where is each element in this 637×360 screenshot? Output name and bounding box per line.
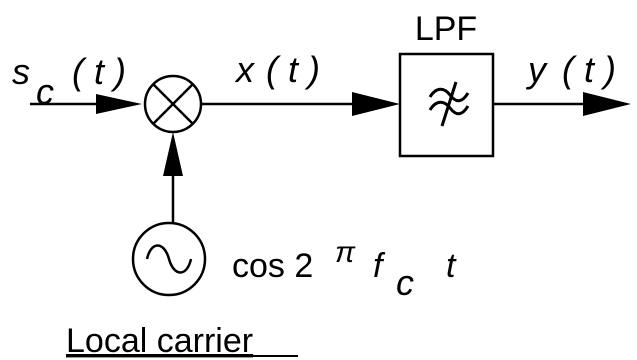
input-signal-symbol: s [12,51,30,92]
local-oscillator-icon [131,221,207,297]
output-arrow [493,92,631,116]
mixer-to-filter-arrow [201,92,400,116]
oscillator-expression-cos: cos 2 [232,247,313,285]
oscillator-expression-t: t [446,247,457,285]
input-signal-subscript: c [36,71,54,112]
input-signal-argument: ( t ) [72,51,126,92]
oscillator-expression-f: f [373,247,386,285]
input-arrow [30,94,142,114]
filter-label: LPF [415,10,477,48]
mixer-output-label: x ( t ) [234,49,320,90]
oscillator-expression-subscript: c [396,262,414,303]
output-signal-argument: ( t ) [562,49,616,90]
local-carrier-caption: Local carrier [66,322,253,360]
filter-response-icon [428,81,470,127]
oscillator-expression: cos 2 π f c t [232,236,457,303]
output-signal-symbol: y [525,49,548,90]
input-signal-label: s c ( t ) [12,51,126,112]
mixer-output-argument: ( t ) [266,49,320,90]
oscillator-to-mixer-arrow [163,132,183,224]
oscillator-expression-pi: π [335,236,356,269]
mixer-multiplier-icon [143,74,203,134]
output-signal-label: y ( t ) [525,49,616,90]
mixer-output-symbol: x [234,49,256,90]
